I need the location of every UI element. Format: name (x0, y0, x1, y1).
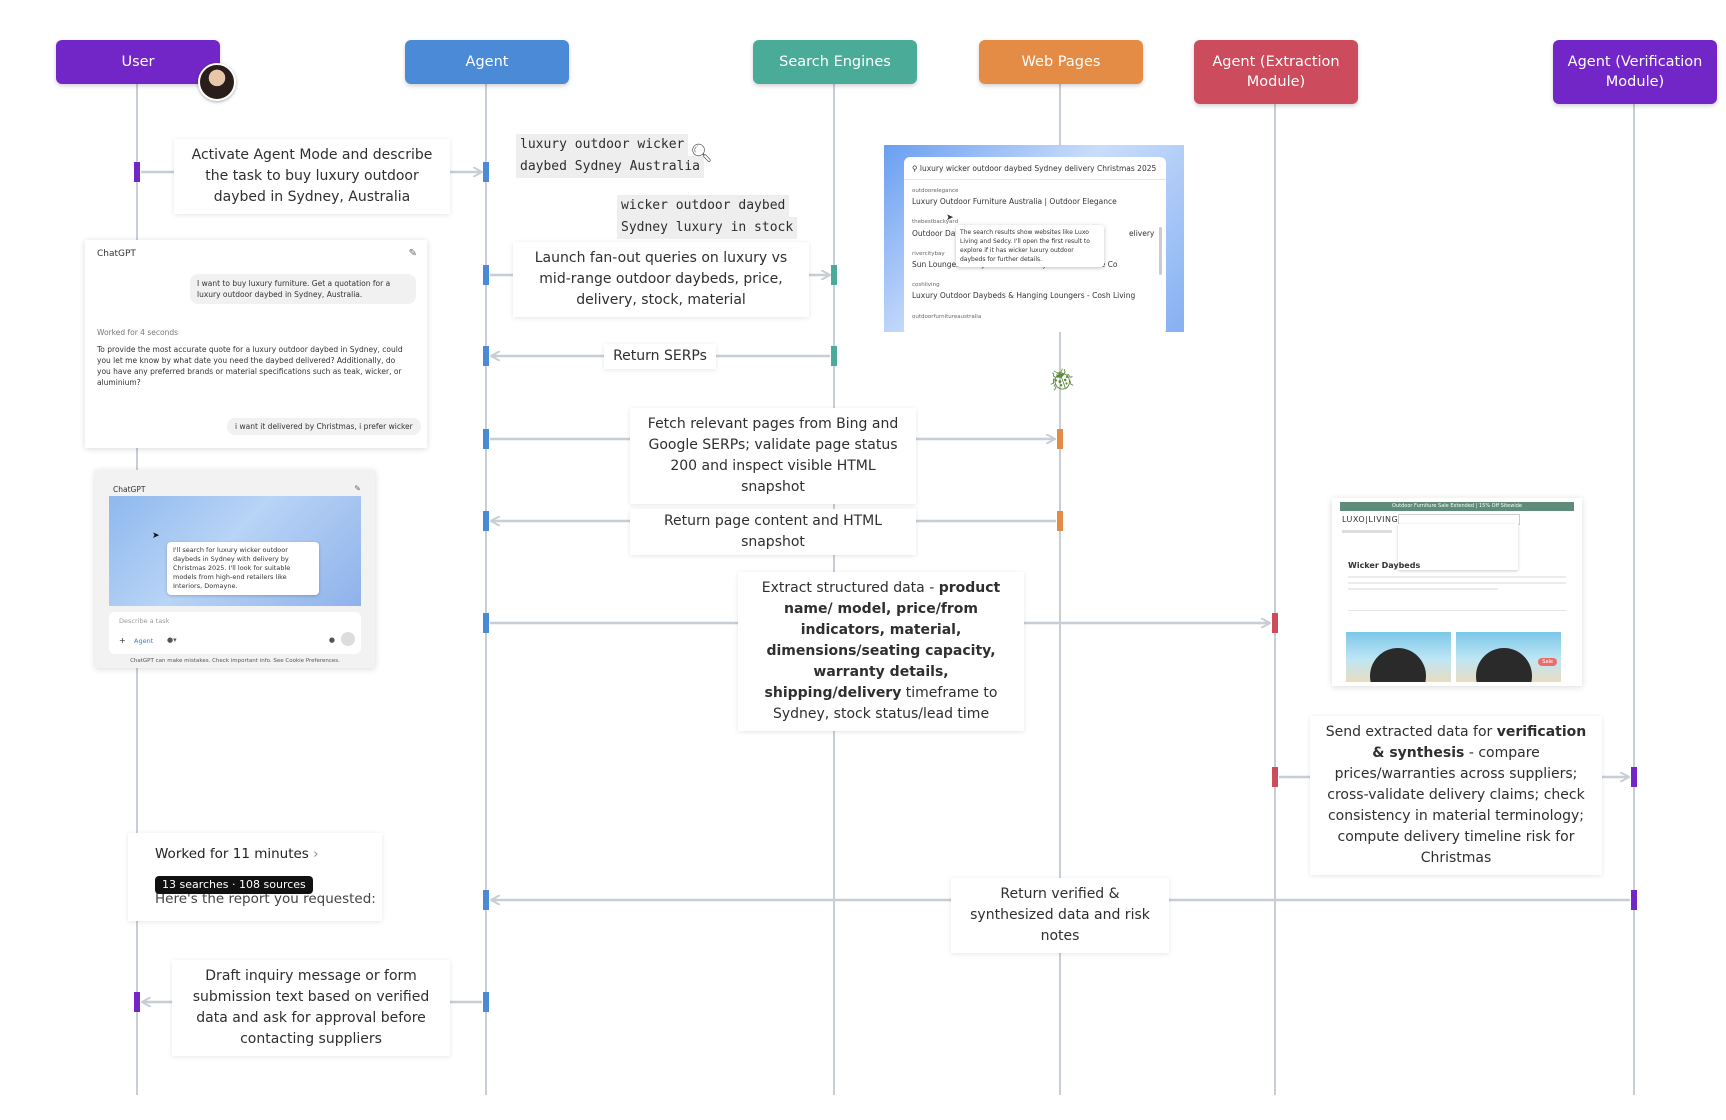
worked-summary-card: Worked for 11 minutes › Here's the repor… (128, 833, 382, 921)
message-activate-agent: Activate Agent Mode and describe the tas… (174, 139, 450, 214)
serp-r2-suffix: elivery (1129, 229, 1155, 238)
serp-r3-site: rivercitybay (912, 251, 945, 257)
luxo-heading: Wicker Daybeds (1348, 561, 1421, 570)
chat1-title: ChatGPT (97, 249, 136, 259)
chat1-worked: Worked for 4 seconds (97, 328, 178, 337)
chat2-new-chat-icon: ✎ (354, 484, 361, 493)
message-return-verified-data: Return verified & synthesized data and r… (951, 878, 1169, 953)
worked-duration-text: Worked for 11 minutes (155, 846, 309, 862)
message-return-page-content: Return page content and HTML snapshot (630, 509, 916, 555)
product-image-1[interactable] (1346, 632, 1451, 682)
participant-search-engines: Search Engines (753, 40, 917, 84)
message-extract-structured-data: Extract structured data - product name/ … (738, 572, 1024, 731)
luxo-nav[interactable] (1342, 530, 1392, 533)
worked-duration[interactable]: Worked for 11 minutes › (155, 846, 319, 862)
serp-r4-site: coshliving (912, 282, 940, 288)
chevron-right-icon: › (313, 846, 319, 862)
message-fan-out-queries: Launch fan-out queries on luxury vs mid-… (513, 242, 809, 317)
chat2-composer[interactable]: Describe a task + Agent ●▾ ● (109, 612, 361, 654)
mic-icon[interactable]: ● (328, 636, 335, 644)
luxo-logo[interactable]: LUXO|LIVING (1342, 515, 1399, 524)
query-chip-2a: wicker outdoor daybed (617, 195, 790, 217)
serp-scrollbar[interactable] (1159, 227, 1162, 275)
chat1-user-reply: i want it delivered by Christmas, i pref… (227, 418, 421, 435)
chat2-gradient-panel: ➤ I'll search for luxury wicker outdoor … (109, 496, 361, 606)
chat2-footer: ChatGPT can make mistakes. Check importa… (130, 658, 340, 664)
message-fetch-pages: Fetch relevant pages from Bing and Googl… (630, 408, 916, 504)
participant-agent: Agent (405, 40, 569, 84)
serp-tooltip: The search results show websites like Lu… (956, 225, 1104, 267)
luxo-search-dropdown[interactable] (1398, 524, 1518, 570)
message-draft-inquiry: Draft inquiry message or form submission… (172, 960, 450, 1056)
serp-r5-site: outdoorfurnitureaustralia (912, 314, 982, 320)
plus-icon[interactable]: + (119, 636, 126, 645)
serp-r2-site: thebestbackyard (912, 219, 959, 225)
sources-badge: 13 searches · 108 sources (155, 876, 313, 894)
serp-r2-title[interactable]: Outdoor Daybeds (912, 229, 978, 238)
serp-panel: ⚲ luxury wicker outdoor daybed Sydney de… (904, 157, 1166, 332)
participant-user: User (56, 40, 220, 84)
participant-web-pages: Web Pages (979, 40, 1143, 84)
luxo-living-screenshot: Outdoor Furniture Sale Extended | 15% Of… (1332, 498, 1582, 686)
serp-r1-title[interactable]: Luxury Outdoor Furniture Australia | Out… (912, 197, 1117, 206)
chat2-bubble: I'll search for luxury wicker outdoor da… (167, 542, 319, 595)
serp-screenshot: ⚲ luxury wicker outdoor daybed Sydney de… (884, 145, 1184, 332)
chat2-agent-chip[interactable]: Agent (134, 637, 154, 645)
chat1-user-message: I want to buy luxury furniture. Get a qu… (190, 274, 416, 304)
query-chip-1a: luxury outdoor wicker (516, 134, 689, 156)
send-icon[interactable] (341, 632, 355, 646)
serp-search-box[interactable]: ⚲ luxury wicker outdoor daybed Sydney de… (912, 163, 1156, 174)
message-verification-synthesis: Send extracted data for verification & s… (1310, 716, 1602, 875)
sale-badge: Sale (1538, 658, 1557, 666)
bug-icon: 🐞︎ (1048, 368, 1076, 393)
chat-screenshot-2: ChatGPT ✎ ➤ I'll search for luxury wicke… (95, 470, 375, 668)
user-avatar (198, 63, 236, 101)
participant-verification-module: Agent (Verification Module) (1553, 40, 1717, 104)
product-image-2[interactable]: Sale (1456, 632, 1561, 682)
chat2-title: ChatGPT (113, 485, 146, 494)
serp-r1-site: outdoorelegance (912, 188, 959, 194)
serp-r4-title[interactable]: Luxury Outdoor Daybeds & Hanging Lounger… (912, 291, 1136, 300)
new-chat-icon: ✎ (408, 248, 417, 259)
serp-query: luxury wicker outdoor daybed Sydney deli… (919, 164, 1157, 173)
query-chip-2b: Sydney luxury in stock (617, 217, 798, 239)
chat-screenshot-1: ChatGPT ✎ I want to buy luxury furniture… (85, 240, 427, 448)
report-intro-text: Here's the report you requested: (155, 891, 376, 907)
activation-marks (134, 162, 1637, 1012)
chat1-assistant-message: To provide the most accurate quote for a… (97, 345, 403, 387)
message-return-serps: Return SERPs (604, 344, 716, 369)
chat2-task-input[interactable]: Describe a task (119, 617, 170, 625)
search-magnifier-icon: 🔍︎ (690, 143, 713, 164)
serp-search-icon: ⚲ (912, 164, 920, 173)
participant-extraction-module: Agent (Extraction Module) (1194, 40, 1358, 104)
query-chip-1b: daybed Sydney Australia (516, 156, 705, 178)
cursor-icon: ➤ (152, 531, 160, 541)
luxo-banner: Outdoor Furniture Sale Extended | 15% Of… (1340, 502, 1574, 511)
serp-cursor-icon: ➤ (946, 213, 954, 223)
tools-icon[interactable]: ●▾ (167, 636, 177, 644)
